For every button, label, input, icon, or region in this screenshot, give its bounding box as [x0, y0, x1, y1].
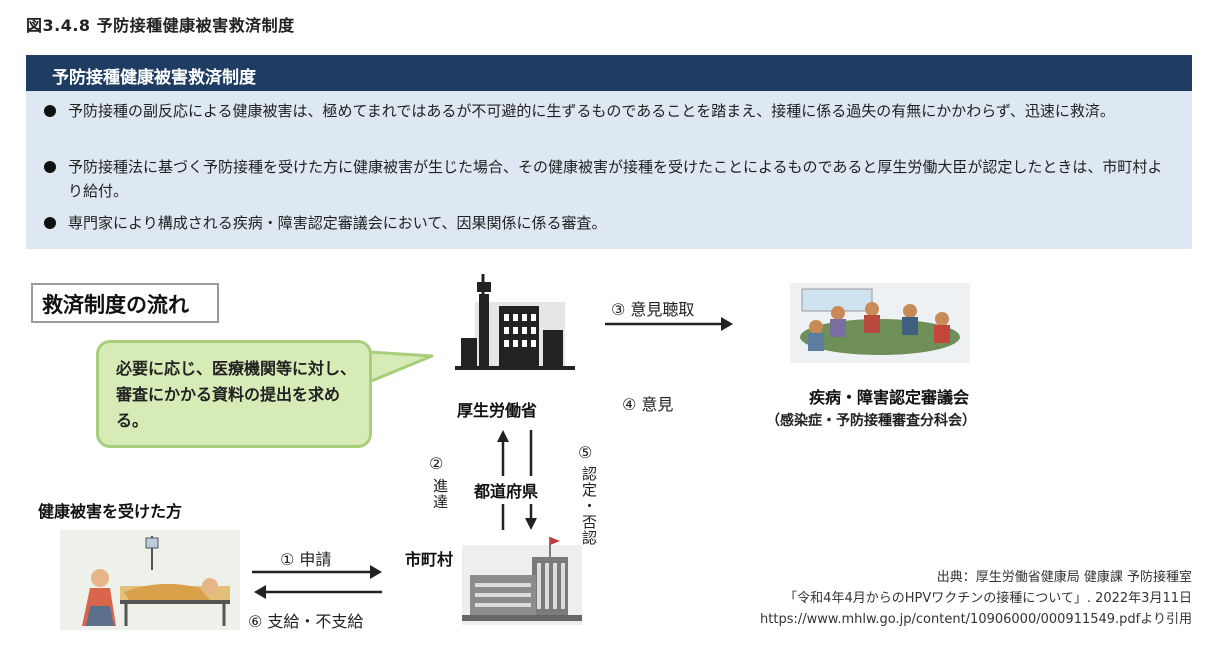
info-bullet-text: 予防接種法に基づく予防接種を受けた方に健康被害が生じた場合、その健康被害が接種を…: [68, 158, 1163, 200]
sick-person-bed-icon: [60, 530, 240, 630]
flow-title-box: [31, 283, 219, 323]
prefecture-label: 都道府県: [472, 476, 541, 504]
bullet-dot-icon: [44, 105, 56, 117]
council-label: 疾病・障害認定審議会: [809, 388, 970, 407]
council-sublabel: （感染症・予防接種審査分科会）: [766, 413, 976, 429]
ministry-label: 厚生労働省: [457, 401, 538, 420]
arrow-opinion-request: [605, 317, 733, 331]
arrow-payment: [254, 585, 382, 599]
arrow-application: [252, 565, 382, 579]
city-hall-icon: [462, 537, 582, 625]
bullet-dot-icon: [44, 161, 56, 173]
header-title: 予防接種健康被害救済制度: [52, 68, 256, 88]
info-bullet-text: 専門家により構成される疾病・障害認定審議会において、因果関係に係る審査。: [68, 214, 607, 232]
step-2-number: ②: [429, 454, 444, 473]
step-5-number: ⑤: [578, 443, 593, 462]
step-4-label: ④ 意見: [622, 395, 674, 414]
info-bullet-text: 予防接種の副反応による健康被害は、極めてまれではあるが不可避的に生ずるものである…: [68, 102, 1115, 120]
callout-text: 必要に応じ、医療機関等に対し、審査にかかる資料の提出を求める。: [116, 359, 357, 430]
step-6-label: ⑥ 支給・不支給: [248, 612, 364, 631]
figure-title: 図3.4.8 予防接種健康被害救済制度: [26, 16, 295, 35]
callout-tail: [360, 350, 434, 384]
step-2-text: 進達: [431, 478, 449, 510]
bullet-dot-icon: [44, 217, 56, 229]
source-line-2: 「令和4年4月からのHPVワクチンの接種について」. 2022年3月11日: [784, 591, 1192, 606]
municipality-label: 市町村: [405, 550, 454, 569]
info-bullet: 予防接種法に基づく予防接種を受けた方に健康被害が生じた場合、その健康被害が接種を…: [44, 155, 1174, 203]
source-citation: 出典：厚生労働省健康局 健康課 予防接種室 「令和4年4月からのHPVワクチンの…: [610, 567, 1192, 630]
victim-label: 健康被害を受けた方: [38, 502, 183, 521]
callout-bubble: [96, 340, 372, 448]
info-box: 予防接種の副反応による健康被害は、極めてまれではあるが不可避的に生ずるものである…: [26, 91, 1192, 249]
council-meeting-icon: [790, 283, 970, 363]
step-5-text: 認定・否認: [580, 466, 598, 546]
flow-title: 救済制度の流れ: [42, 293, 189, 317]
info-bullet: 予防接種の副反応による健康被害は、極めてまれではあるが不可避的に生ずるものである…: [44, 99, 1174, 123]
info-bullet: 専門家により構成される疾病・障害認定審議会において、因果関係に係る審査。: [44, 211, 1174, 235]
ministry-building-icon: [455, 274, 575, 370]
step-3-label: ③ 意見聴取: [611, 300, 695, 319]
step-1-label: ① 申請: [280, 550, 332, 569]
source-line-1: 出典：厚生労働省健康局 健康課 予防接種室: [936, 570, 1192, 585]
source-line-3: https://www.mhlw.go.jp/content/10906000/…: [760, 612, 1192, 627]
header-bar: [26, 55, 1192, 91]
